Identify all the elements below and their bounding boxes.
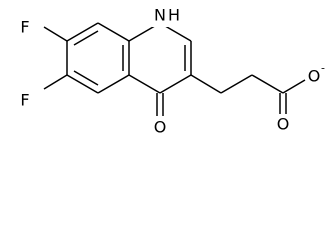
bond — [73, 30, 99, 46]
bond — [43, 74, 68, 90]
bond — [97, 74, 130, 94]
bond — [282, 79, 306, 94]
bond — [159, 74, 192, 94]
atom-f-top: F — [20, 18, 29, 37]
bond — [190, 74, 222, 94]
atom-labels: H N F F O O O - — [18, 5, 325, 137]
bond — [97, 22, 130, 42]
molecule-diagram: H N F F O O O - — [18, 5, 326, 137]
atom-f-bottom: F — [20, 91, 29, 110]
atom-charge: - — [321, 62, 325, 75]
bond — [220, 74, 253, 94]
atom-o-carbonyl: O — [277, 115, 290, 134]
atom-o-ketone: O — [154, 118, 167, 137]
bond — [128, 74, 161, 94]
bond — [251, 74, 284, 94]
bonds — [43, 22, 306, 116]
bond — [73, 70, 99, 86]
bond — [66, 22, 99, 42]
atom-n: N — [154, 6, 166, 25]
atom-h: H — [168, 6, 180, 25]
atom-o-anion: O — [308, 67, 321, 86]
bond — [66, 74, 99, 94]
bond — [43, 26, 68, 42]
